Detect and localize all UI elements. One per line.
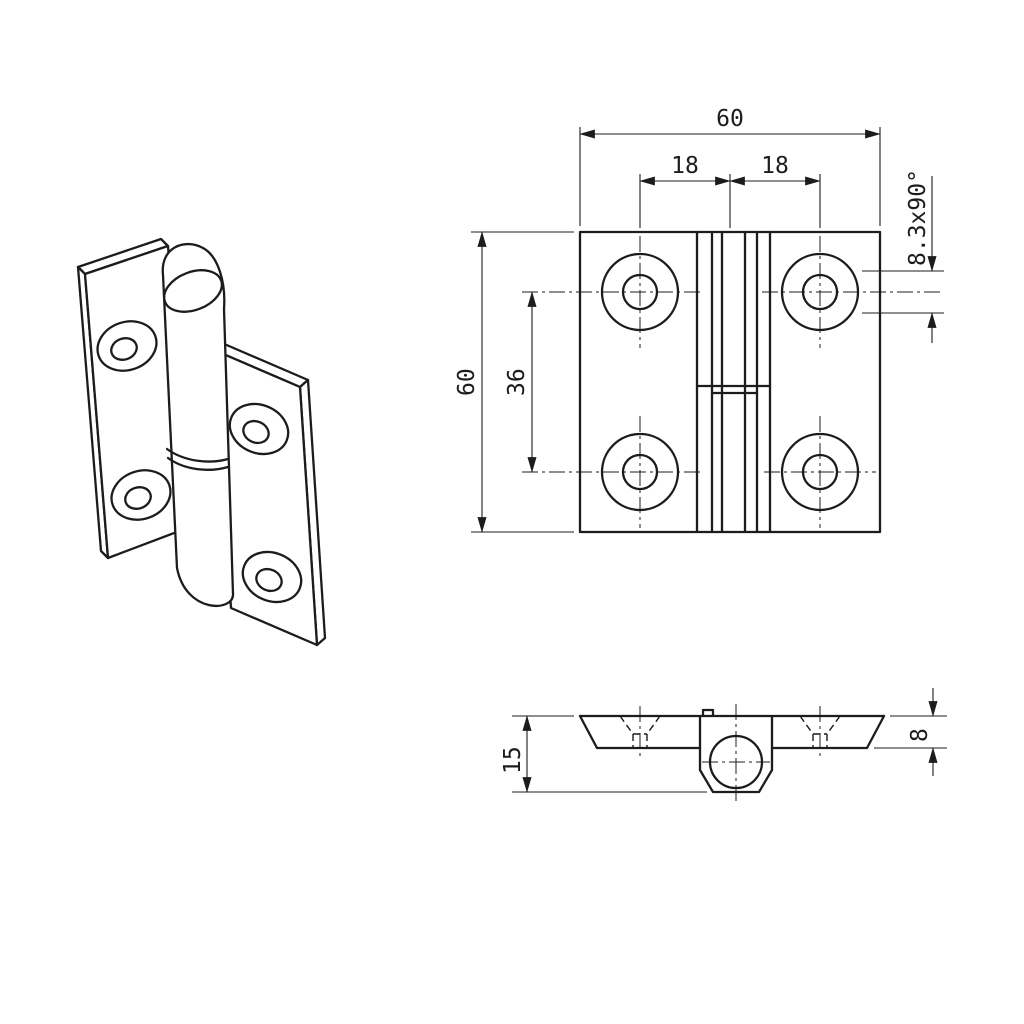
side-view-hidden-holes — [619, 715, 841, 748]
dim-36-label: 36 — [504, 368, 530, 396]
dim-total-height: 15 — [500, 715, 707, 793]
dim-countersink: 8.3x90° — [862, 169, 944, 343]
dim-18-left-label: 18 — [671, 153, 699, 179]
isometric-right-leaf — [212, 341, 327, 647]
dim-width-label: 60 — [716, 106, 744, 132]
isometric-view — [76, 237, 327, 647]
countersunk-hole — [110, 469, 172, 521]
side-view-outline — [578, 708, 886, 794]
dim-leaf-thickness: 8 — [874, 688, 947, 776]
side-view-centerlines — [639, 704, 821, 802]
front-view-outline — [578, 230, 882, 534]
countersunk-hole — [241, 550, 303, 604]
dim-overall-height: 60 — [454, 231, 574, 533]
dim-countersink-label: 8.3x90° — [905, 169, 931, 266]
front-view-centerlines — [522, 236, 944, 528]
countersunk-hole — [96, 320, 158, 372]
dim-hole-spacing: 36 — [504, 291, 537, 473]
dim-18-right-label: 18 — [761, 153, 789, 179]
dim-8-label: 8 — [907, 728, 933, 742]
dim-height-label: 60 — [454, 368, 480, 396]
front-view: 60 18 18 8.3x90° 60 — [454, 106, 944, 534]
dim-15-label: 15 — [500, 746, 526, 774]
side-view: 15 8 — [500, 688, 947, 802]
dim-overall-width: 60 — [579, 106, 881, 226]
countersunk-hole — [228, 402, 290, 456]
isometric-barrel — [161, 242, 235, 607]
dim-hole-offsets: 18 18 — [639, 153, 821, 228]
isometric-left-leaf — [76, 237, 192, 560]
